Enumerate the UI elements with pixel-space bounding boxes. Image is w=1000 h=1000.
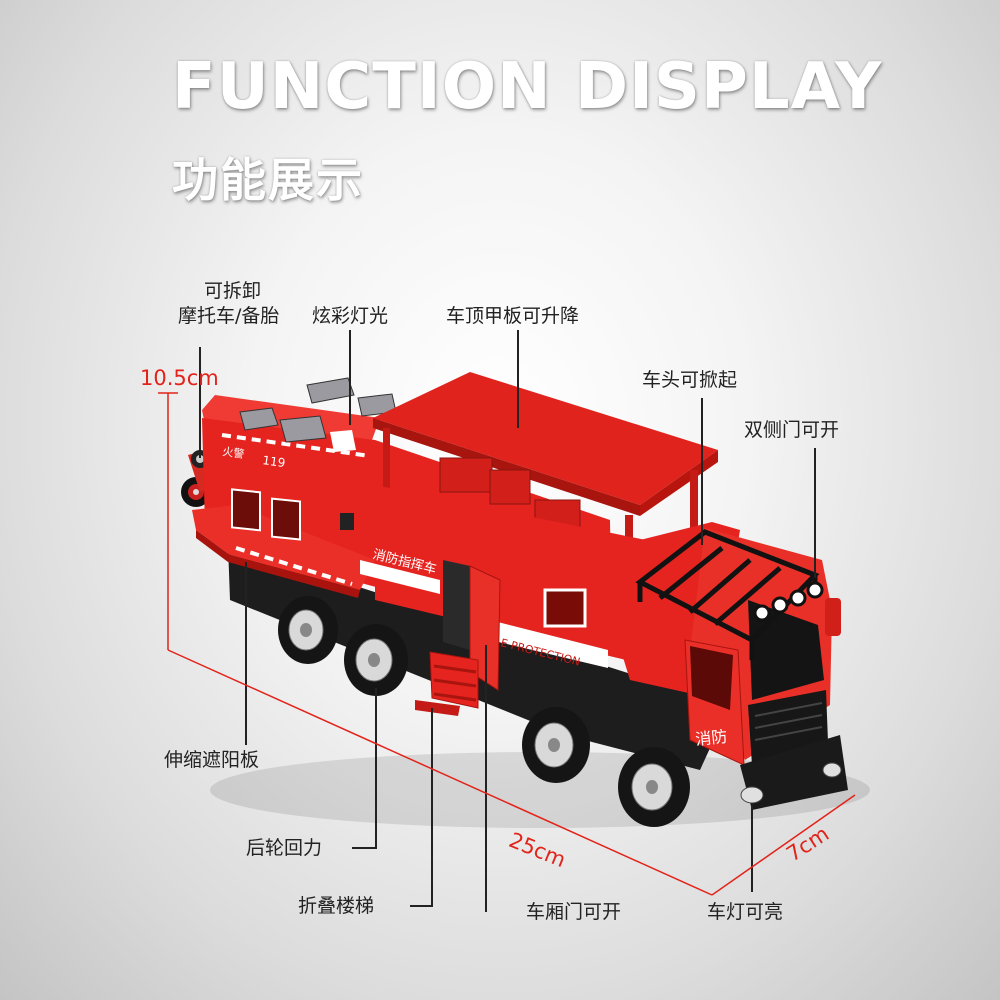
folding-ladder xyxy=(415,651,479,716)
leader-lines xyxy=(199,330,816,912)
label-retractable-awning: 伸缩遮阳板 xyxy=(164,749,260,771)
roof-lights xyxy=(753,581,824,622)
page-subtitle: 功能展示 xyxy=(172,153,364,207)
cab-vehicle-text: 消防 xyxy=(694,727,728,749)
rear-wheel-2 xyxy=(344,624,408,696)
label-folding-ladder: 折叠楼梯 xyxy=(298,895,375,917)
fire-truck-model: 119 火警 消防指挥车 E PROTECTION 消防 xyxy=(181,372,848,827)
compartment-doorway xyxy=(443,560,470,650)
headlight-left xyxy=(740,786,764,804)
dimension-height: 10.5cm xyxy=(140,366,219,390)
label-lights-on: 车灯可亮 xyxy=(707,901,784,923)
label-double-side-doors: 双侧门可开 xyxy=(744,419,840,441)
front-wheel-1 xyxy=(522,707,590,783)
emblem-text: 火警 xyxy=(222,444,246,461)
label-roof-deck-lift: 车顶甲板可升降 xyxy=(446,305,580,327)
front-bumper xyxy=(740,735,848,810)
headlight-right xyxy=(822,762,842,778)
rear-top xyxy=(202,395,380,440)
label-detachable-motorcycle-line2: 摩托车/备胎 xyxy=(178,305,280,327)
compartment-door xyxy=(469,565,501,691)
label-cab-liftable: 车头可掀起 xyxy=(642,369,738,391)
front-wheel-2 xyxy=(618,747,690,827)
emblem-number: 119 xyxy=(262,453,287,470)
label-compartment-door: 车厢门可开 xyxy=(526,901,622,923)
label-colorful-lights: 炫彩灯光 xyxy=(312,305,389,327)
dimension-lines xyxy=(158,392,856,896)
rear-wheel-1 xyxy=(278,596,338,664)
label-detachable-motorcycle-line1: 可拆卸 xyxy=(204,280,262,302)
page-title: FUNCTION DISPLAY xyxy=(172,50,883,124)
label-rear-wheel-pullback: 后轮回力 xyxy=(246,837,323,859)
roof-deck xyxy=(373,372,718,505)
